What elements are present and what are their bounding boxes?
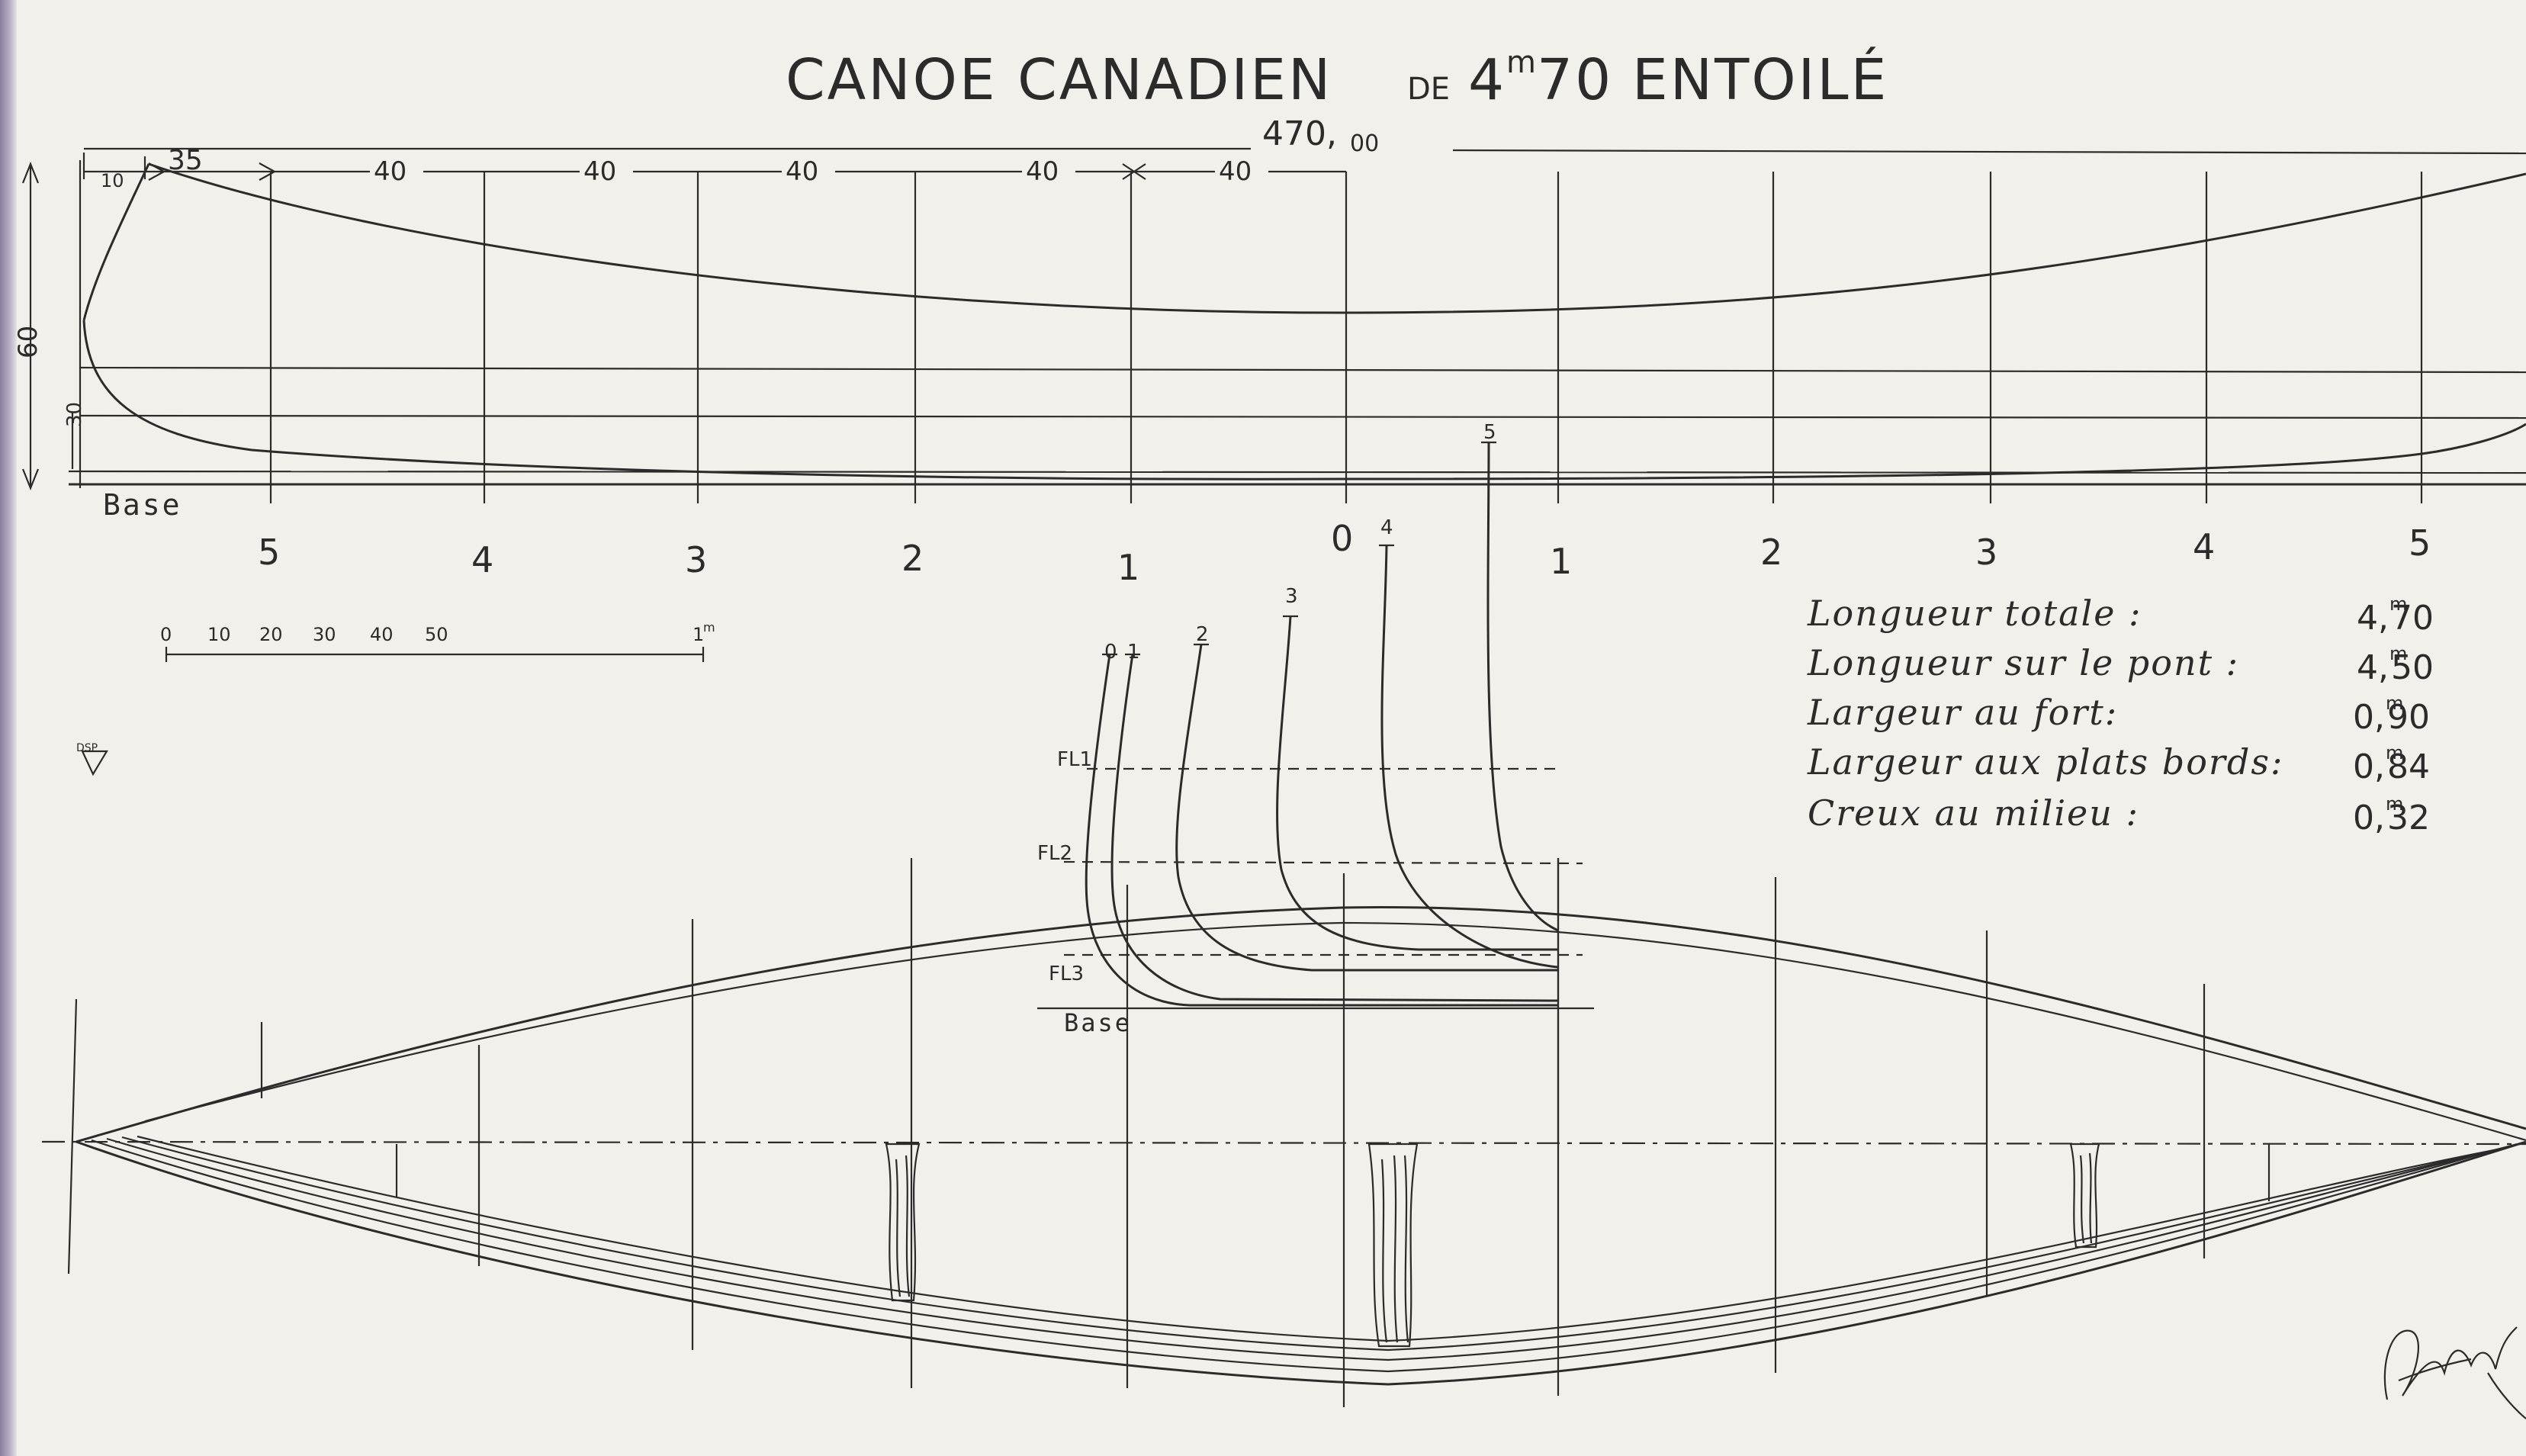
dim-first-gap: 35 [168,145,203,176]
title-length: 4 [1468,47,1506,113]
spec-value-max-beam: 0, [2353,698,2385,737]
dim-spacing-1: 40 [374,156,407,187]
spec-dec-total-length: 70 [2391,599,2434,638]
dim-height-mid: 30 [63,402,86,427]
small-stamp-text: DSP [76,742,98,754]
spec-unit-midship-depth: m [2386,793,2403,815]
station-right-1: 1 [1550,541,1572,582]
spec-label-total-length: Longueur totale : [1807,593,2142,634]
spec-label-deck-length: Longueur sur le pont : [1807,642,2239,683]
section-4: 4 [1380,516,1393,539]
overall-dimension: 470, 00 [84,114,2526,157]
overall-length-label: 470, [1262,114,1337,153]
title-de: DE [1407,72,1450,107]
plan-view [41,858,2526,1407]
title-suffix: ENTOILÉ [1632,46,1888,113]
spec-unit-deck-length: m [2389,643,2407,664]
profile-base-label: Base [103,488,182,522]
station-center-0: 0 [1331,518,1353,559]
title-length-sup: m [1506,45,1536,80]
station-left-3: 3 [685,539,707,580]
station-left-1: 1 [1117,547,1139,588]
station-spacing-dimensions: 10 35 40 40 40 40 40 [82,145,1346,191]
overall-length-dec: 00 [1350,130,1379,157]
dim-height-total: 60 [13,326,43,358]
body-base-label: Base [1064,1008,1132,1037]
dim-spacing-2: 40 [583,156,616,187]
scale-tick-40: 40 [370,624,394,645]
spec-dec-midship-depth: 32 [2387,799,2430,837]
spec-dec-deck-length: 50 [2391,648,2434,687]
spec-label-midship-depth: Creux au milieu : [1808,792,2139,834]
scale-tick-0: 0 [160,624,172,645]
profile-view: Base [68,160,2526,522]
scale-tick-20: 20 [259,624,283,645]
scale-end-label: 1 [693,624,704,645]
spec-unit-gunwale-beam: m [2386,742,2403,763]
station-right-4: 4 [2193,526,2215,567]
spec-value-gunwale-beam: 0, [2353,747,2385,786]
spec-unit-max-beam: m [2386,693,2403,714]
waterline-fl1: FL1 [1057,748,1092,771]
scale-tick-50: 50 [425,624,448,645]
spec-label-max-beam: Largeur au fort: [1807,692,2118,733]
spec-dec-gunwale-beam: 84 [2387,747,2430,786]
waterline-fl2: FL2 [1037,842,1072,865]
spec-value-midship-depth: 0, [2353,799,2385,837]
station-left-2: 2 [901,538,924,579]
scale-end-unit: m [703,620,715,635]
station-left-4: 4 [471,539,493,580]
section-0: 0 [1104,641,1117,664]
title-main: CANOE CANADIEN [786,47,1332,113]
section-3: 3 [1285,585,1298,608]
section-5: 5 [1483,421,1496,444]
specifications: Longueur totale : 4, m 70 Longueur sur l… [1807,593,2434,837]
section-1: 1 [1127,641,1140,664]
station-left-5: 5 [258,532,280,573]
spec-dec-max-beam: 90 [2387,698,2430,737]
body-plan: FL1 FL2 FL3 Base 0 1 2 3 4 5 [1037,421,1594,1144]
dim-spacing-3: 40 [786,156,818,187]
thwart-left [885,1143,921,1302]
height-dimension: 60 30 [13,162,86,490]
thwart-right [2069,1143,2100,1249]
dim-bow-offset: 10 [101,170,124,191]
scale-tick-10: 10 [207,624,231,645]
station-numbers: 5 4 3 2 1 0 1 2 3 4 5 [258,518,2431,588]
small-stamp: DSP [76,742,108,776]
title-length-dec: 70 [1537,47,1613,113]
station-right-3: 3 [1975,532,1997,573]
spec-value-total-length: 4, [2357,599,2389,638]
spec-unit-total-length: m [2389,593,2407,615]
section-2: 2 [1196,623,1209,646]
waterline-fl3: FL3 [1049,963,1084,985]
thwart-center [1367,1143,1419,1348]
signature [2383,1326,2526,1419]
station-right-2: 2 [1760,532,1782,573]
spec-label-gunwale-beam: Largeur aux plats bords: [1807,741,2283,783]
scale-bar: 0 10 20 30 40 50 1 m [160,620,715,662]
spec-value-deck-length: 4, [2357,648,2389,687]
dim-spacing-5: 40 [1219,156,1252,187]
page-edge-shadow [0,0,17,1456]
dim-spacing-4: 40 [1026,156,1059,187]
scale-tick-30: 30 [313,624,336,645]
station-right-5: 5 [2409,522,2431,564]
